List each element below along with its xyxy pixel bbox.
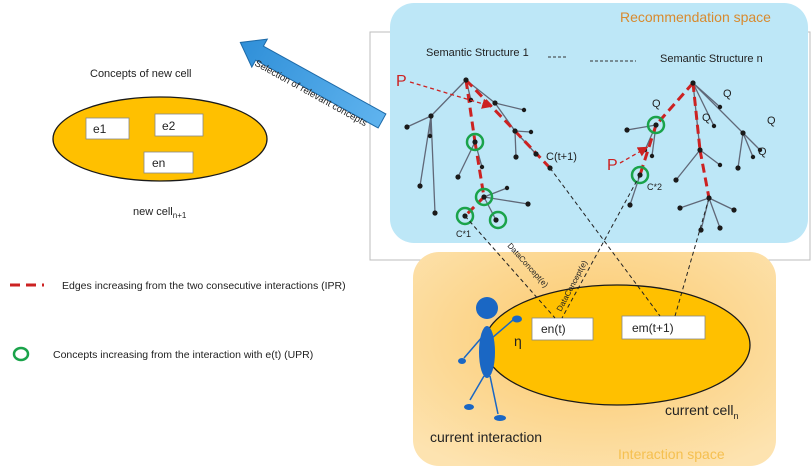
tree-1-green-circles	[455, 132, 508, 230]
em-t1-box	[621, 315, 706, 340]
e2-box	[154, 113, 204, 137]
p-label-1: P	[396, 73, 407, 90]
p-arrow-2	[619, 146, 649, 164]
current-interaction-label: current interaction	[430, 429, 542, 445]
current-cell-label: current celln	[665, 402, 738, 421]
person-right-arm	[491, 319, 514, 339]
recommendation-space-title: Recommendation space	[620, 9, 771, 25]
tree-1-nodes	[404, 77, 553, 223]
person-figure	[458, 297, 522, 421]
interaction-space-title: Interaction space	[618, 446, 725, 462]
legend-concepts-label: Concepts increasing from the interaction…	[53, 349, 313, 361]
data-concept-connectors	[464, 167, 710, 319]
en-box	[143, 151, 194, 174]
current-cell-ellipse	[483, 284, 751, 406]
e1-box	[85, 117, 130, 140]
semantic-structure-1-label: Semantic Structure 1	[426, 47, 529, 59]
person-left-arm	[463, 335, 484, 359]
person-body	[479, 326, 495, 378]
q-label-d: Q	[767, 115, 776, 127]
q-label-b: Q	[723, 88, 732, 100]
person-left-leg	[469, 375, 485, 401]
en-t-label: en(t)	[541, 322, 566, 336]
em-t1-label: em(t+1)	[632, 321, 674, 335]
e1-label: e1	[93, 122, 107, 136]
selection-arrow-label: Selection of relevant concepts	[253, 58, 369, 129]
q-label-e: Q	[758, 146, 767, 158]
e2-label: e2	[162, 119, 176, 133]
p-label-2: P	[607, 157, 618, 174]
c-star-2-label: C*2	[647, 182, 662, 192]
c-star-1-label: C*1	[456, 229, 471, 239]
q-label-c: Q	[702, 112, 711, 124]
selection-arrow	[239, 38, 387, 129]
q-labels: Q Q Q Q Q	[652, 88, 776, 158]
new-cell-title: Concepts of new cell	[90, 68, 192, 80]
person-head	[476, 297, 498, 319]
q-label-a: Q	[652, 98, 661, 110]
eta-label: η	[514, 333, 522, 349]
legend-edges-label: Edges increasing from the two consecutiv…	[62, 280, 346, 292]
legend-green-circle-icon	[12, 346, 30, 362]
semantic-structure-n-label: Semantic Structure n	[660, 53, 763, 65]
c-t1-label: C(t+1)	[546, 151, 577, 163]
recommendation-space-panel	[390, 3, 808, 243]
en-label: en	[152, 156, 165, 170]
tree-2-green-circles	[630, 115, 666, 185]
person-right-leg	[489, 375, 499, 415]
new-cell-caption: new celln+1	[133, 206, 187, 220]
